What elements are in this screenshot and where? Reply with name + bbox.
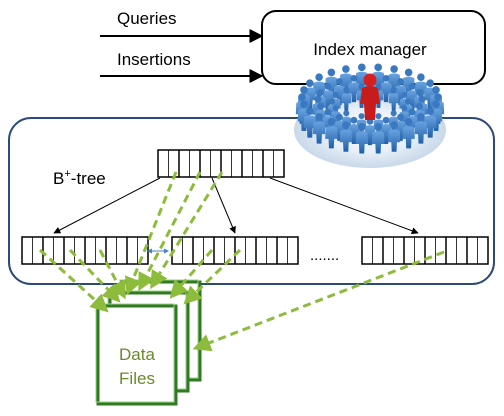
tree-edge xyxy=(211,177,236,234)
person-figure xyxy=(312,113,326,144)
person-figure xyxy=(424,107,437,138)
record-pointer xyxy=(169,249,214,299)
person-figure xyxy=(322,82,334,111)
btree-label: B+-tree xyxy=(53,168,106,188)
person-figure xyxy=(341,86,352,111)
tree-container xyxy=(8,117,495,285)
person-figure xyxy=(395,78,407,106)
record-pointer xyxy=(150,171,224,290)
insertions-label: Insertions xyxy=(117,50,191,69)
person-figure xyxy=(372,123,385,154)
person-figure xyxy=(348,74,360,103)
person-figure xyxy=(325,68,338,100)
leaf-ellipsis: ....... xyxy=(310,247,339,264)
person-figure xyxy=(406,82,418,111)
record-pointer xyxy=(138,171,202,292)
index-manager-label: Index manager xyxy=(313,40,427,59)
leaf-node xyxy=(171,236,299,265)
person-figure xyxy=(380,74,392,103)
tree-edge xyxy=(269,177,419,235)
person-figure xyxy=(303,107,316,138)
record-pointers xyxy=(38,171,445,352)
person-figure xyxy=(325,117,338,149)
person-figure xyxy=(355,123,368,154)
person-figure xyxy=(339,121,353,152)
person-figure xyxy=(388,86,399,111)
person-figure xyxy=(339,65,353,96)
record-pointer xyxy=(98,249,126,300)
person-figure xyxy=(387,65,401,96)
person-figure xyxy=(414,113,428,144)
person-figure xyxy=(380,116,392,145)
person-figure xyxy=(402,68,415,100)
record-pointer xyxy=(192,250,445,352)
person-figure xyxy=(348,116,360,145)
record-pointer xyxy=(124,171,178,296)
data-files-label-line2: Files xyxy=(119,369,155,388)
data-file-front xyxy=(96,304,178,406)
person-figure xyxy=(402,117,415,149)
data-files-stack: Data Files xyxy=(95,279,202,406)
person-figure xyxy=(387,121,401,152)
leader-figure xyxy=(360,73,380,120)
record-pointer xyxy=(38,248,109,313)
person-figure xyxy=(333,78,345,106)
data-files-label-line1: Data xyxy=(119,345,155,364)
queries-label: Queries xyxy=(117,9,177,28)
tree-edge xyxy=(53,177,161,234)
crowd-around-leader-icon xyxy=(294,63,446,168)
